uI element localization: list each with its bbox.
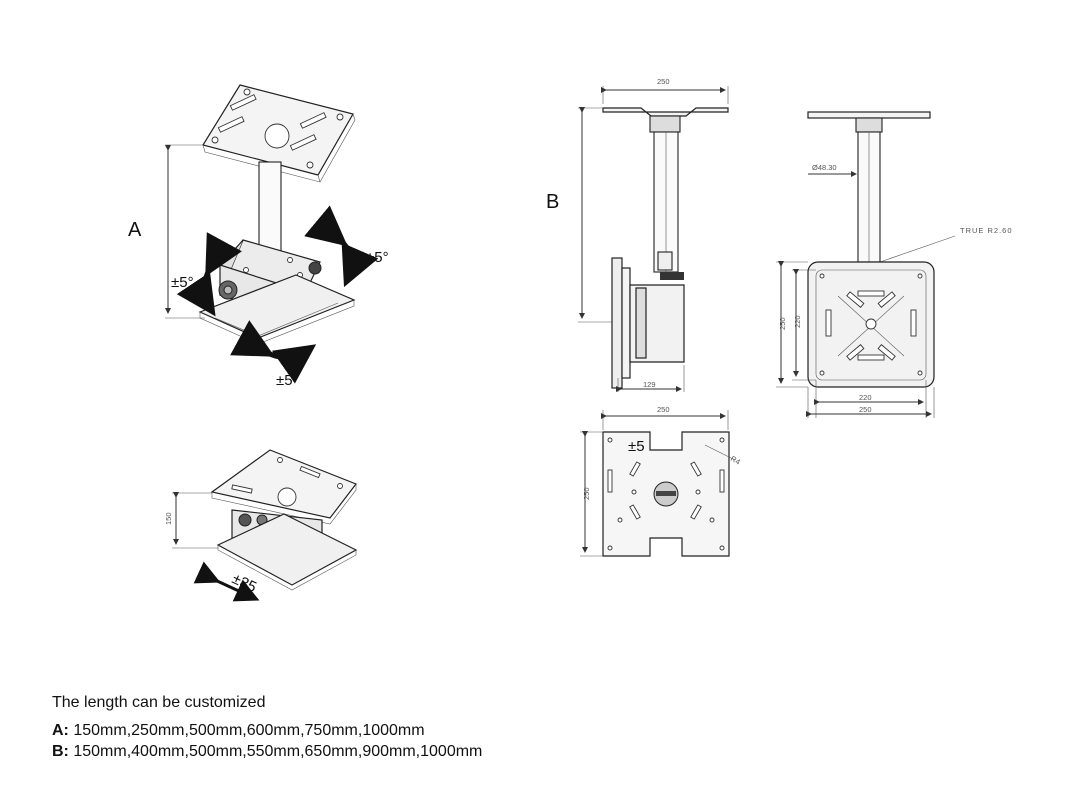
- slide-label: ±35: [229, 570, 259, 596]
- notes-b-key: B:: [52, 743, 69, 760]
- pipe-diameter-dim: Ø48.30: [812, 163, 837, 172]
- side-base-dim: 129: [643, 380, 656, 389]
- technical-drawing: A ±5° ±5° ±5° 150 ±35 B 250: [128, 77, 1013, 602]
- plate-width-dim: 250: [657, 405, 670, 414]
- notes-title: The length can be customized: [52, 694, 266, 711]
- front-height-outer-dim: 250: [778, 317, 787, 330]
- notes-a-key: A:: [52, 722, 69, 739]
- iso-view-a: A ±5° ±5° ±5°: [128, 84, 389, 389]
- notes-b-values: 150mm,400mm,500mm,550mm,650mm,900mm,1000…: [73, 743, 483, 760]
- notes-a-values: 150mm,250mm,500mm,600mm,750mm,1000mm: [73, 722, 425, 739]
- plate-height-dim: 250: [582, 487, 591, 500]
- notes-line-b: B: 150mm,400mm,500mm,550mm,650mm,900mm,1…: [52, 741, 752, 762]
- rotation-bottom-label: ±5°: [276, 372, 299, 389]
- front-view: Ø48.30 TRUE R2.60 250 220 220: [776, 111, 1013, 418]
- notes-line-a: A: 150mm,250mm,500mm,600mm,750mm,1000mm: [52, 720, 752, 741]
- label-a: A: [128, 219, 142, 241]
- rotation-left-label: ±5°: [171, 274, 194, 291]
- true-radius-dim: TRUE R2.60: [960, 226, 1013, 235]
- rotation-right-label: ±5°: [366, 249, 389, 266]
- front-height-inner-dim: 220: [793, 315, 802, 328]
- iso-height-dim: 150: [164, 512, 173, 525]
- iso-view-short: 150 ±35: [164, 449, 358, 602]
- front-width-outer-dim: 250: [859, 405, 872, 414]
- side-top-width-dim: 250: [657, 77, 670, 86]
- side-view-b: B 250 129: [546, 77, 729, 392]
- label-b: B: [546, 191, 559, 213]
- length-notes: The length can be customized A: 150mm,25…: [52, 692, 752, 762]
- front-width-inner-dim: 220: [859, 393, 872, 402]
- plate-view: 250 ±5 R4 250: [580, 405, 742, 557]
- plate-rotation-label: ±5: [628, 438, 645, 455]
- plate-radius-dim: R4: [729, 454, 742, 467]
